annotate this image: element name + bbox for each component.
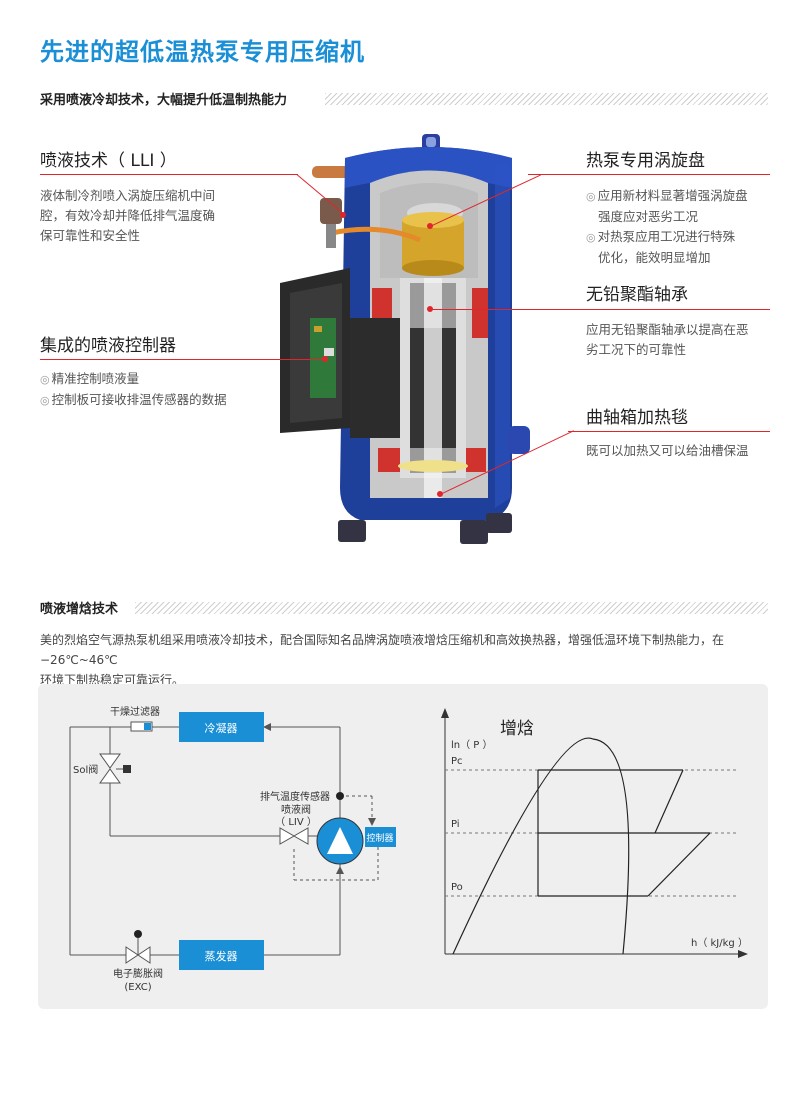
callout-text-scroll: 应用新材料显著增强涡旋盘 强度应对恶劣工况 对热泵应用工况进行特殊 优化，能效明… xyxy=(586,186,770,268)
description-paragraph: 美的烈焰空气源热泵机组采用喷液冷却技术，配合国际知名品牌涡旋喷液增焓压缩机和高效… xyxy=(40,630,770,690)
condenser-label: 冷凝器 xyxy=(205,721,238,735)
bullet-text: 控制板可接收排温传感器的数据 xyxy=(51,392,227,407)
text-line: 液体制冷剂喷入涡旋压缩机中间 xyxy=(40,188,216,203)
text-line: 保可靠性和安全性 xyxy=(40,228,141,243)
text-line: 腔，有效冷却并降低排气温度确 xyxy=(40,208,216,223)
callout-line-controller xyxy=(40,359,325,360)
text-line: 既可以加热又可以给油槽保温 xyxy=(586,443,749,458)
cycle-path xyxy=(537,769,711,897)
callout-dot-controller xyxy=(322,356,328,362)
callout-text-heater: 既可以加热又可以给油槽保温 xyxy=(586,441,770,461)
bullet-item: 控制板可接收排温传感器的数据 xyxy=(40,390,255,411)
bullet-item: 对热泵应用工况进行特殊 xyxy=(586,227,770,248)
callout-text-lli: 液体制冷剂喷入涡旋压缩机中间 腔，有效冷却并降低排气温度确 保可靠性和安全性 xyxy=(40,186,255,246)
section-divider xyxy=(135,602,768,614)
callout-line-bearing xyxy=(430,309,770,310)
evaporator-box xyxy=(179,940,264,970)
paragraph-line: 环境下制热稳定可靠运行。 xyxy=(40,673,185,687)
sensor-label: 排气温度传感器 xyxy=(260,790,330,803)
y-axis-label: ln（ P ） xyxy=(451,739,493,751)
bullet-text: 精准控制喷液量 xyxy=(51,371,140,386)
exc-label: 电子膨胀阀 xyxy=(113,967,163,980)
text-line: 劣工况下的可靠性 xyxy=(586,342,687,357)
callout-dot-lli xyxy=(340,212,346,218)
liv-label: （ LIV ） xyxy=(275,816,317,828)
pressure-label-po: Po xyxy=(451,882,463,893)
filter-label: 干燥过滤器 xyxy=(110,705,160,718)
callout-line-lli xyxy=(40,174,298,175)
section-header-1: 采用喷液冷却技术，大幅提升低温制热能力 xyxy=(40,89,768,109)
callout-title-bearing: 无铅聚酯轴承 xyxy=(586,285,688,305)
bullet-text: 对热泵应用工况进行特殊 xyxy=(597,229,736,244)
callout-dot-scroll xyxy=(427,223,433,229)
callout-dot-bearing xyxy=(427,306,433,312)
section-label: 喷液增焓技术 xyxy=(40,602,127,617)
pressure-label-pi: Pi xyxy=(451,819,460,830)
injection-valve-label: 喷液阀 xyxy=(281,803,311,816)
paragraph-line: 美的烈焰空气源热泵机组采用喷液冷却技术，配合国际知名品牌涡旋喷液增焓压缩机和高效… xyxy=(40,633,725,667)
bullet-text: 优化，能效明显增加 xyxy=(598,250,711,265)
condenser-box xyxy=(179,712,264,742)
controller-box xyxy=(365,827,396,847)
text-line: 应用无铅聚酯轴承以提高在恶 xyxy=(586,322,749,337)
bullet-text: 强度应对恶劣工况 xyxy=(598,209,699,224)
callout-line-heater xyxy=(568,431,770,432)
callout-dot-heater xyxy=(437,491,443,497)
refrigeration-schematic: 干燥过滤器 冷凝器 Sol阀 排气温度传感器 喷液阀 （ LIV ） 控制器 蒸… xyxy=(69,705,396,993)
bullet-item: 精准控制喷液量 xyxy=(40,369,255,390)
exc-code: (EXC) xyxy=(124,982,151,993)
ph-title: 增焓 xyxy=(500,719,534,739)
section-divider xyxy=(325,93,768,105)
callout-line-scroll xyxy=(528,174,770,175)
bullet-item: 应用新材料显著增强涡旋盘 xyxy=(586,186,770,207)
saturation-dome xyxy=(452,737,630,955)
sol-valve-label: Sol阀 xyxy=(73,763,98,776)
callout-title-lli: 喷液技术（ LLI ） xyxy=(40,151,177,171)
pressure-label-pc: Pc xyxy=(451,756,463,767)
callout-text-bearing: 应用无铅聚酯轴承以提高在恶 劣工况下的可靠性 xyxy=(586,320,770,360)
ph-diagram: 增焓 ln（ P ） Pc Pi Po h（ kJ/kg ） xyxy=(441,708,748,958)
controller-label: 控制器 xyxy=(366,832,393,844)
section-label: 采用喷液冷却技术，大幅提升低温制热能力 xyxy=(40,93,296,108)
section-header-2: 喷液增焓技术 xyxy=(40,598,768,618)
callout-text-controller: 精准控制喷液量 控制板可接收排温传感器的数据 xyxy=(40,369,255,411)
callout-title-heater: 曲轴箱加热毯 xyxy=(586,408,688,428)
bullet-text: 应用新材料显著增强涡旋盘 xyxy=(597,188,748,203)
callout-title-scroll: 热泵专用涡旋盘 xyxy=(586,151,705,171)
callout-title-controller: 集成的喷液控制器 xyxy=(40,336,176,356)
evaporator-label: 蒸发器 xyxy=(205,949,238,963)
x-axis-label: h（ kJ/kg ） xyxy=(691,937,748,949)
compressor-illustration xyxy=(280,134,530,544)
page-title: 先进的超低温热泵专用压缩机 xyxy=(40,38,365,66)
